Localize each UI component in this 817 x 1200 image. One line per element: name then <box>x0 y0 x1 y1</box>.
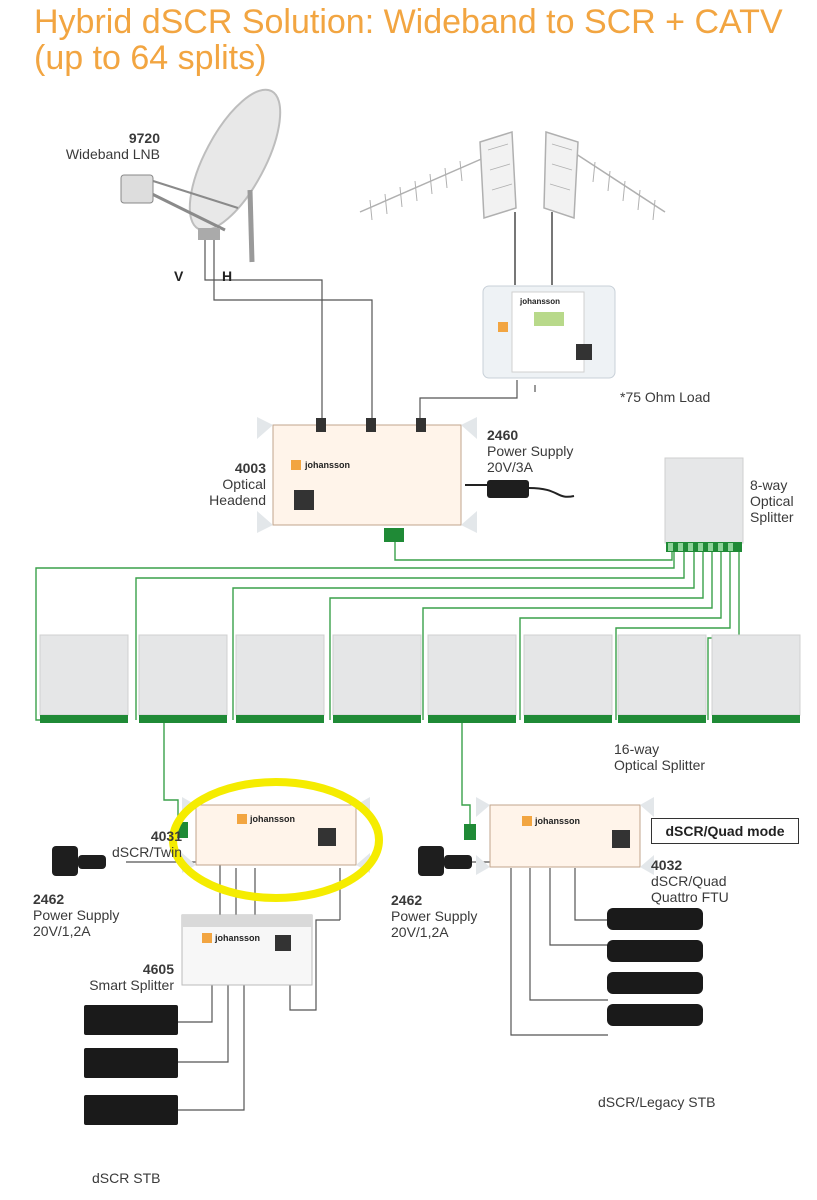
fiber-cables <box>35 540 740 830</box>
highlight-circle <box>169 778 383 902</box>
load-note: *75 Ohm Load <box>620 389 711 405</box>
page-title: Hybrid dSCR Solution: Wideband to SCR + … <box>34 3 783 77</box>
right-power-supply-icon <box>418 846 472 876</box>
8-way-splitter <box>664 457 744 552</box>
svg-text:johansson: johansson <box>249 814 295 824</box>
svg-text:johansson: johansson <box>214 933 260 943</box>
svg-text:johansson: johansson <box>519 297 560 306</box>
h-polarity-label: H <box>222 268 233 284</box>
svg-text:johansson: johansson <box>534 816 580 826</box>
quad-optical-converter: johansson <box>464 797 654 875</box>
left-stb-stack <box>84 1005 178 1125</box>
satellite-dish <box>120 88 282 263</box>
smart-splitter: johansson <box>181 914 313 986</box>
v-polarity-label: V <box>174 268 184 284</box>
svg-text:johansson: johansson <box>304 460 350 470</box>
quad-mode-badge: dSCR/Quad mode <box>651 818 799 844</box>
left-power-supply-icon <box>52 846 106 876</box>
headend-power-supply-icon <box>465 480 575 498</box>
optical-headend: johansson <box>257 417 477 542</box>
coax-cables <box>126 238 608 1111</box>
right-stb-stack <box>607 908 703 1026</box>
twin-optical-converter: johansson <box>176 797 370 873</box>
16-way-splitters <box>39 634 801 723</box>
terrestrial-antennas <box>359 130 666 285</box>
terrestrial-amplifier: johansson <box>482 285 616 379</box>
right-stb-label: dSCR/Legacy STB <box>598 1094 716 1110</box>
lnb-icon <box>120 174 154 204</box>
left-stb-label: dSCR STB <box>92 1170 161 1186</box>
